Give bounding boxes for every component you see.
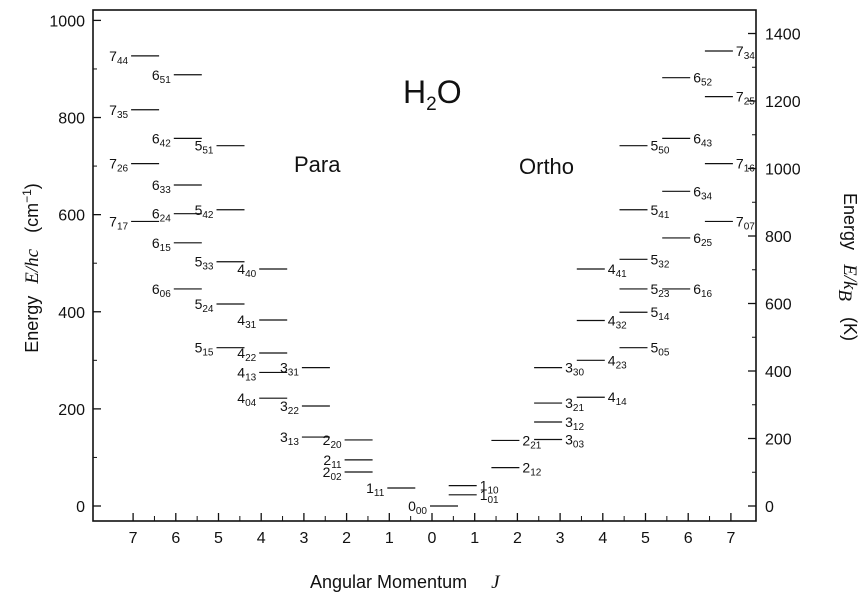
- x-tick-label: 4: [257, 530, 266, 547]
- x-tick-label: 2: [513, 530, 522, 547]
- para-level-label: 533: [195, 254, 214, 273]
- x-tick-label: 4: [598, 530, 607, 547]
- left-tick-label: 200: [58, 402, 85, 419]
- x-tick-label: 5: [214, 530, 223, 547]
- right-tick-label: 200: [765, 432, 792, 449]
- left-tick-label: 400: [58, 305, 85, 322]
- ortho-level-label: 303: [565, 431, 584, 450]
- x-axis-ticks: 7 6 5 4 3 2 1 0 1 2 3 4 5 6 7: [129, 513, 735, 547]
- para-level-label: 624: [152, 206, 171, 225]
- para-level-label: 220: [323, 432, 342, 451]
- para-level-label: 313: [280, 429, 299, 448]
- ortho-level-label: 312: [565, 414, 584, 433]
- plot-frame: [92, 9, 757, 522]
- para-level-label: 551: [195, 138, 214, 157]
- para-level-label: 431: [237, 312, 256, 331]
- ortho-level-label: 643: [693, 130, 712, 149]
- left-tick-label: 600: [58, 208, 85, 225]
- ortho-level-label: 707: [736, 213, 755, 232]
- ortho-level-label: 330: [565, 360, 584, 379]
- x-tick-label: 3: [299, 530, 308, 547]
- para-level-label: 422: [237, 345, 256, 364]
- x-tick-label: 5: [641, 530, 650, 547]
- ortho-label: Ortho: [519, 154, 574, 179]
- para-level-label: 717: [109, 213, 128, 232]
- ortho-level-label: 652: [693, 70, 712, 89]
- ortho-level-label: 550: [651, 138, 670, 157]
- right-axis-ticks: 0 200 400 600 800 1000 1200 1400: [748, 27, 801, 516]
- ortho-level-label: 725: [736, 89, 755, 108]
- right-tick-label: 600: [765, 297, 792, 314]
- para-level-label: 542: [195, 202, 214, 221]
- para-level-label: 111: [366, 480, 385, 499]
- right-tick-label: 400: [765, 364, 792, 381]
- para-level-label: 440: [237, 261, 256, 280]
- chart-title: H2O: [403, 74, 462, 115]
- x-tick-label: 1: [470, 530, 479, 547]
- y-axis-right-title: EnergyE/kB(K): [834, 193, 860, 341]
- para-level-label: 515: [195, 340, 214, 359]
- ortho-level-label: 625: [693, 230, 712, 249]
- ortho-level-label: 432: [608, 313, 627, 332]
- para-level-label: 404: [237, 390, 256, 409]
- ortho-level-label: 716: [736, 156, 755, 175]
- para-level-label: 651: [152, 67, 171, 86]
- para-label: Para: [294, 152, 341, 177]
- right-tick-label: 1200: [765, 94, 801, 111]
- x-tick-label: 6: [171, 530, 180, 547]
- para-level-label: 726: [109, 156, 128, 175]
- para-level-label: 000: [408, 498, 427, 517]
- left-tick-label: 800: [58, 111, 85, 128]
- x-tick-label: 3: [556, 530, 565, 547]
- ortho-level-label: 221: [522, 432, 541, 451]
- para-level-label: 413: [237, 364, 256, 383]
- ortho-level-label: 616: [693, 281, 712, 300]
- ortho-level-label: 634: [693, 183, 712, 202]
- para-level-label: 322: [280, 398, 299, 417]
- right-tick-label: 800: [765, 229, 792, 246]
- left-tick-label: 0: [76, 499, 85, 516]
- ortho-level-label: 505: [651, 340, 670, 359]
- ortho-level-label: 523: [651, 281, 670, 300]
- para-level-label: 735: [109, 102, 128, 121]
- para-level-label: 211: [323, 452, 342, 471]
- para-level-label: 524: [195, 296, 214, 315]
- para-level-label: 202: [323, 464, 342, 483]
- x-tick-label: 6: [684, 530, 693, 547]
- ortho-level-label: 321: [565, 395, 584, 414]
- right-tick-label: 1400: [765, 27, 801, 44]
- x-tick-label: 1: [385, 530, 394, 547]
- para-level-label: 331: [280, 360, 299, 379]
- x-tick-label: 7: [726, 530, 735, 547]
- ortho-level-label: 441: [608, 261, 627, 280]
- x-tick-label: 2: [342, 530, 351, 547]
- para-level-label: 606: [152, 281, 171, 300]
- ortho-level-label: 532: [651, 251, 670, 270]
- ortho-level-label: 514: [651, 304, 670, 323]
- right-tick-label: 0: [765, 499, 774, 516]
- x-tick-label: 0: [428, 530, 437, 547]
- ortho-level-label: 212: [522, 460, 541, 479]
- para-level-label: 633: [152, 177, 171, 196]
- para-level-label: 642: [152, 130, 171, 149]
- ortho-level-label: 414: [608, 389, 627, 408]
- para-level-label: 615: [152, 235, 171, 254]
- left-tick-label: 1000: [49, 13, 85, 30]
- y-axis-left-title: EnergyE/hc(cm−1): [20, 183, 43, 353]
- ortho-level-label: 541: [651, 202, 670, 221]
- x-tick-label: 7: [129, 530, 138, 547]
- ortho-level-label: 101: [480, 487, 499, 506]
- para-level-label: 744: [109, 48, 128, 67]
- ortho-level-label: 423: [608, 352, 627, 371]
- ortho-level-label: 110: [480, 478, 499, 497]
- left-axis-ticks: 0 200 400 600 800 1000: [49, 13, 101, 516]
- ortho-level-label: 734: [736, 43, 755, 62]
- right-tick-label: 1000: [765, 162, 801, 179]
